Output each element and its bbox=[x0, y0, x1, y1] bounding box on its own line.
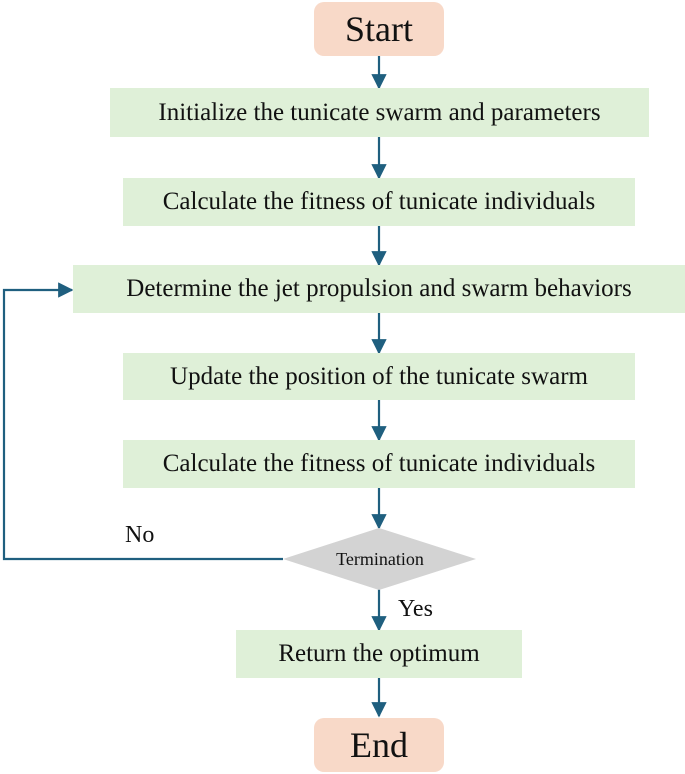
step-determine-behaviors-label: Determine the jet propulsion and swarm b… bbox=[126, 275, 632, 302]
no-label: No bbox=[125, 522, 155, 548]
step-calculate-fitness-1: Calculate the fitness of tunicate indivi… bbox=[123, 178, 635, 226]
step-calculate-fitness-2-label: Calculate the fitness of tunicate indivi… bbox=[162, 450, 596, 477]
step-determine-behaviors: Determine the jet propulsion and swarm b… bbox=[73, 265, 685, 313]
start-label: Start bbox=[345, 9, 413, 49]
step-initialize-label: Initialize the tunicate swarm and parame… bbox=[158, 98, 601, 126]
decision-label: Termination bbox=[336, 548, 424, 569]
start-terminal: Start bbox=[314, 2, 444, 56]
step-calculate-fitness-2: Calculate the fitness of tunicate indivi… bbox=[123, 440, 635, 488]
end-label: End bbox=[350, 725, 408, 765]
step-initialize: Initialize the tunicate swarm and parame… bbox=[110, 88, 649, 137]
step-update-position: Update the position of the tunicate swar… bbox=[123, 353, 635, 400]
step-calculate-fitness-1-label: Calculate the fitness of tunicate indivi… bbox=[162, 188, 596, 215]
decision-diamond bbox=[283, 528, 476, 590]
end-terminal: End bbox=[314, 718, 444, 772]
arrow-no-loop bbox=[2, 282, 283, 561]
yes-label: Yes bbox=[398, 596, 433, 622]
step-return-optimum-label: Return the optimum bbox=[278, 640, 480, 667]
step-return-optimum: Return the optimum bbox=[236, 630, 522, 678]
step-update-position-label: Update the position of the tunicate swar… bbox=[170, 362, 588, 390]
